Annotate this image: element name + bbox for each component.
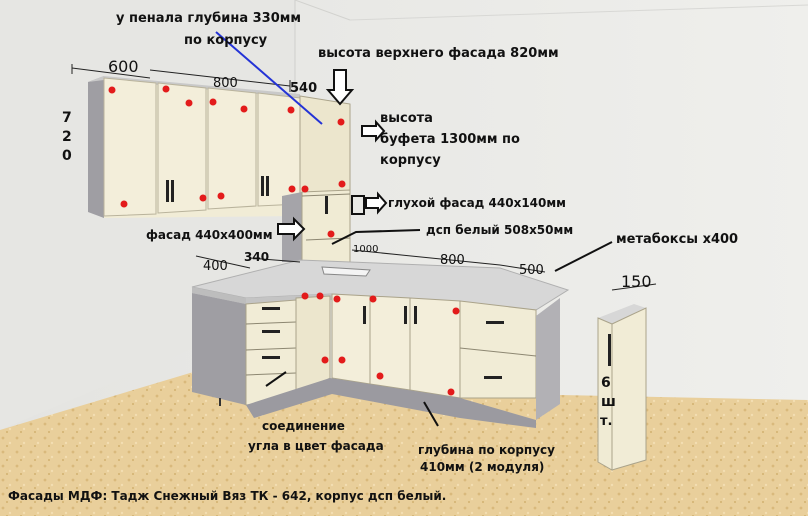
label-shelves-t: т. [600,414,612,429]
label-body-depth-1: глубина по корпусу [418,443,555,457]
label-shelves-sht: ш [601,394,616,410]
dim-540: 540 [290,81,317,96]
dim-150: 150 [621,272,652,291]
label-chipboard-white: дсп белый 508х50мм [426,223,573,237]
label-shelves-6: 6 [601,375,611,391]
label-pencil-depth-1: у пенала глубина 330мм [116,11,301,26]
dimension-lines [71,64,657,291]
label-buffet-height-3: корпусу [380,153,441,168]
footer-note: Фасады МДФ: Тадж Снежный Вяз ТК - 642, к… [8,489,446,503]
dim-800-upper: 800 [213,76,238,91]
dim-500: 500 [519,263,544,278]
dim-600: 600 [108,57,139,76]
lower-cabinets [191,259,570,428]
pointer-lines [215,31,613,427]
label-pencil-depth-2: по корпусу [184,33,268,48]
dim-2: 2 [62,129,72,145]
dim-400: 400 [203,259,228,274]
label-corner-joint-2: угла в цвет фасада [248,439,384,453]
red-markers [108,85,460,396]
label-blind-facade: глухой фасад 440х140мм [388,196,566,210]
dim-800-lower: 800 [440,253,465,268]
label-corner-joint-1: соединение [262,419,345,433]
label-facade-440x400: фасад 440х400мм [146,228,273,242]
dim-1000: 1000 [353,244,378,255]
dim-0: 0 [62,148,72,164]
label-body-depth-2: 410мм (2 модуля) [420,460,544,474]
dim-340: 340 [244,250,269,264]
tall-narrow-cabinet [597,304,647,471]
label-metaboxes: метабоксы х400 [616,232,738,247]
upper-cabinets [88,76,301,218]
label-buffet-height-1: высота [380,111,433,126]
label-upper-facade-height: высота верхнего фасада 820мм [318,46,559,61]
label-buffet-height-2: буфета 1300мм по [380,132,520,147]
dim-7: 7 [62,110,72,126]
